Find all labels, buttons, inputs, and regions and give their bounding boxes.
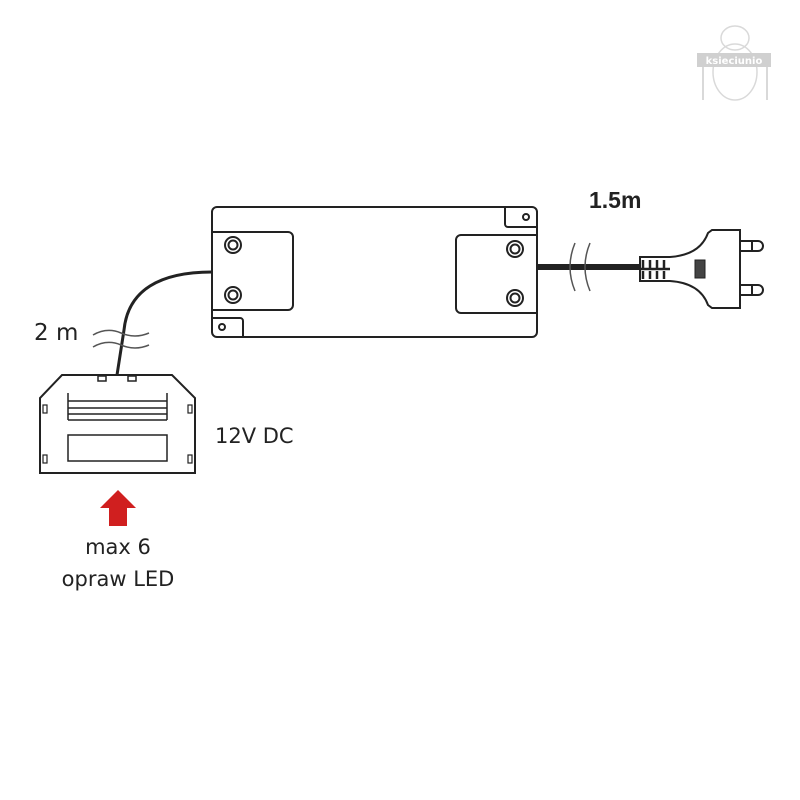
max-lights-label-1: max 6 [85,535,151,559]
max-lights-label-2: opraw LED [61,567,175,591]
screw-icon [224,236,242,254]
cable-break-icon [569,242,591,292]
screw-icon [506,240,524,258]
led-cable-length-label: 2 m [34,320,79,346]
led-cable [115,270,213,376]
cable-break-icon [92,329,150,349]
screw-icon [506,289,524,307]
watermark-logo: ksieciunio [697,25,771,101]
voltage-label: 12V DC [215,424,294,448]
power-supply-unit [211,206,538,338]
arrow-up-icon [100,490,136,526]
euro-plug [639,229,764,309]
mains-cable-length-label: 1.5m [589,187,642,213]
svg-text:ksieciunio: ksieciunio [706,56,763,67]
led-distributor-box [39,374,196,474]
screw-icon [224,286,242,304]
